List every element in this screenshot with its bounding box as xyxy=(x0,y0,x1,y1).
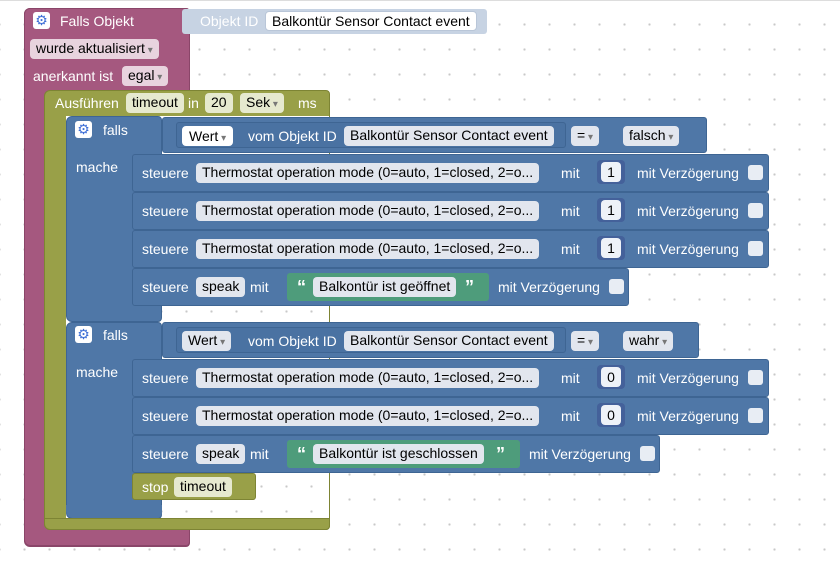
number-value[interactable]: 1 xyxy=(601,162,621,182)
object-id-label: Objekt ID xyxy=(200,13,259,29)
action-steuere: steuere xyxy=(142,370,189,386)
action-mit: mit xyxy=(250,446,269,462)
action-target[interactable]: Thermostat operation mode (0=auto, 1=clo… xyxy=(196,163,540,183)
number-block[interactable]: 1 xyxy=(597,236,625,260)
delay-checkbox[interactable] xyxy=(640,446,655,461)
number-value[interactable]: 1 xyxy=(601,238,621,258)
if1-of-label: vom Objekt ID xyxy=(248,128,337,144)
action-delay-label: mit Verzögerung xyxy=(529,446,631,462)
action-delay-label: mit Verzögerung xyxy=(498,279,600,295)
number-value[interactable]: 1 xyxy=(601,200,621,220)
action-target[interactable]: Thermostat operation mode (0=auto, 1=clo… xyxy=(196,201,540,221)
gear-icon[interactable]: ⚙ xyxy=(75,326,92,343)
number-block[interactable]: 1 xyxy=(597,160,625,184)
action-target[interactable]: Thermostat operation mode (0=auto, 1=clo… xyxy=(196,239,540,259)
number-value[interactable]: 0 xyxy=(601,367,621,387)
action-mit: mit xyxy=(561,203,580,219)
action-target[interactable]: speak xyxy=(196,277,246,297)
number-block[interactable]: 1 xyxy=(597,198,625,222)
action-steuere: steuere xyxy=(142,165,189,181)
delay-checkbox[interactable] xyxy=(748,408,763,423)
stop-label: stop xyxy=(142,479,169,495)
action-mit: mit xyxy=(561,408,580,424)
number-block[interactable]: 0 xyxy=(597,365,625,389)
delay-checkbox[interactable] xyxy=(609,279,624,294)
timeout-delay[interactable]: 20 xyxy=(205,93,233,113)
action-target[interactable]: Thermostat operation mode (0=auto, 1=clo… xyxy=(196,406,540,426)
action-steuere: steuere xyxy=(142,446,189,462)
if2-mache-label: mache xyxy=(76,364,119,380)
if1-op-dropdown[interactable]: = xyxy=(571,126,599,146)
gear-icon[interactable]: ⚙ xyxy=(75,121,92,138)
timeout-unit-dropdown[interactable]: Sek xyxy=(240,93,284,113)
action-delay-label: mit Verzögerung xyxy=(637,203,739,219)
action-steuere: steuere xyxy=(142,408,189,424)
action-mit: mit xyxy=(561,241,580,257)
event-footer xyxy=(24,530,190,546)
close-quote-icon: ” xyxy=(465,277,474,297)
event-title: Falls Objekt xyxy=(60,13,134,29)
timeout-label: Ausführen xyxy=(55,95,119,111)
event-block-right-fill xyxy=(25,90,44,530)
if2-footer xyxy=(66,505,162,517)
if2-value-dropdown[interactable]: wahr xyxy=(623,331,674,351)
action-target[interactable]: Thermostat operation mode (0=auto, 1=clo… xyxy=(196,368,540,388)
if2-of-label: vom Objekt ID xyxy=(248,333,337,349)
open-quote-icon: “ xyxy=(297,277,306,297)
if2-prop-dropdown[interactable]: Wert xyxy=(182,331,232,351)
action-mit: mit xyxy=(561,370,580,386)
if1-value-dropdown[interactable]: falsch xyxy=(623,126,680,146)
text-value[interactable]: Balkontür ist geschlossen xyxy=(313,444,484,464)
action-delay-label: mit Verzögerung xyxy=(637,370,739,386)
open-quote-icon: “ xyxy=(297,444,306,464)
action-target[interactable]: speak xyxy=(196,444,246,464)
delay-checkbox[interactable] xyxy=(748,165,763,180)
delay-checkbox[interactable] xyxy=(748,370,763,385)
number-value[interactable]: 0 xyxy=(601,405,621,425)
if1-object-field[interactable]: Balkontür Sensor Contact event xyxy=(344,126,554,146)
stop-timeout-var[interactable]: timeout xyxy=(174,477,232,497)
delay-checkbox[interactable] xyxy=(748,203,763,218)
text-value[interactable]: Balkontür ist geöffnet xyxy=(313,277,457,297)
if1-prop-dropdown[interactable]: Wert xyxy=(182,126,234,146)
if2-falls-label: falls xyxy=(103,327,128,343)
gear-icon[interactable]: ⚙ xyxy=(33,12,50,29)
ack-label: anerkannt ist xyxy=(33,68,114,84)
action-steuere: steuere xyxy=(142,279,189,295)
action-steuere: steuere xyxy=(142,203,189,219)
trigger-dropdown[interactable]: wurde aktualisiert xyxy=(30,39,159,59)
action-steuere: steuere xyxy=(142,241,189,257)
if2-object-field[interactable]: Balkontür Sensor Contact event xyxy=(344,331,554,351)
timeout-var[interactable]: timeout xyxy=(126,93,184,113)
timeout-in-label: in xyxy=(188,95,199,111)
action-delay-label: mit Verzögerung xyxy=(637,408,739,424)
timeout-footer xyxy=(44,518,330,530)
if2-op-dropdown[interactable]: = xyxy=(571,331,599,351)
action-delay-label: mit Verzögerung xyxy=(637,165,739,181)
object-id-field[interactable]: Balkontür Sensor Contact event xyxy=(265,11,477,31)
close-quote-icon: ” xyxy=(496,444,505,464)
if1-falls-label: falls xyxy=(103,122,128,138)
timeout-unit-suffix: ms xyxy=(298,95,317,111)
if1-mache-label: mache xyxy=(76,159,119,175)
canvas-top-border xyxy=(0,0,840,4)
action-delay-label: mit Verzögerung xyxy=(637,241,739,257)
action-mit: mit xyxy=(561,165,580,181)
number-block[interactable]: 0 xyxy=(597,403,625,427)
action-mit: mit xyxy=(250,279,269,295)
delay-checkbox[interactable] xyxy=(748,241,763,256)
ack-dropdown[interactable]: egal xyxy=(122,66,169,86)
